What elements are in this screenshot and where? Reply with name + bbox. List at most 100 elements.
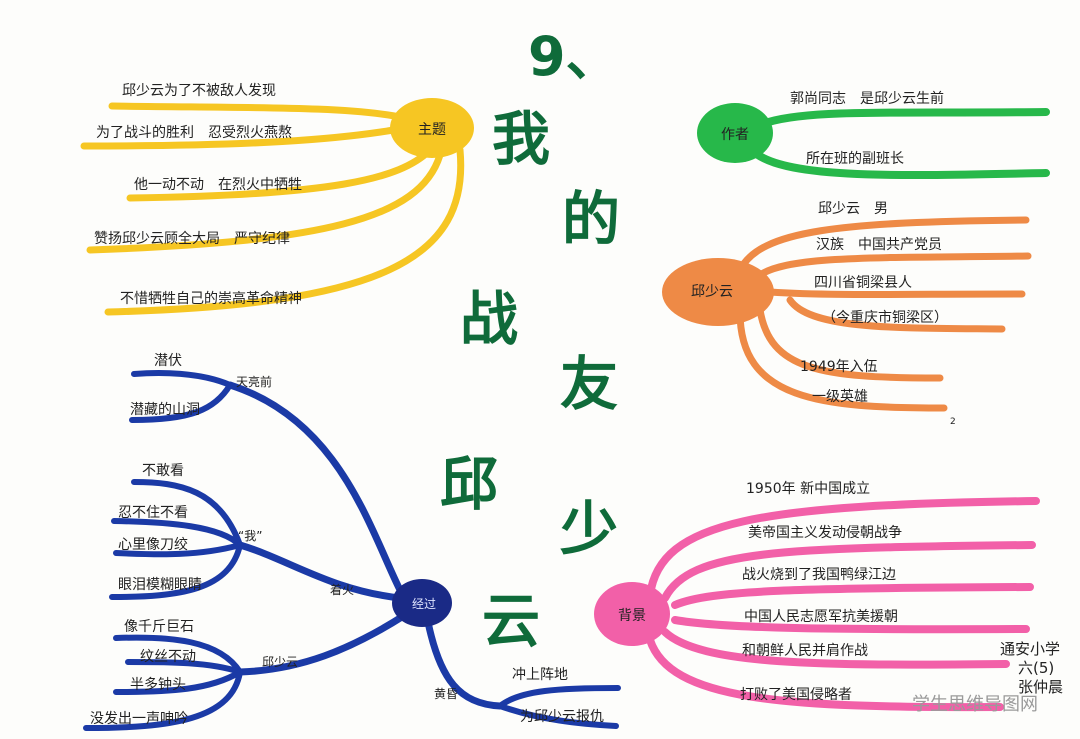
title-char-3: 战: [460, 285, 519, 353]
bg-item-2: 美帝国主义发动侵朝战争: [748, 525, 902, 541]
theme-line-1: [108, 102, 409, 122]
plot-line-before-2: [129, 382, 233, 423]
plot-hub: [392, 579, 452, 627]
qiu-item-2: 汉族 中国共产党员: [816, 237, 942, 253]
plot-line-dusk-2: [497, 703, 619, 729]
qiu-item-4: （今重庆市铜梁区）: [822, 310, 948, 326]
qiu-line-3: [766, 288, 1026, 298]
plot-me-item-3: 心里像刀绞: [118, 537, 188, 553]
plot-before-item-2: 潜藏的山洞: [130, 402, 200, 418]
signature-school: 通安小学: [1000, 640, 1061, 658]
plot-line-me-2: [111, 518, 243, 548]
bg-item-5: 和朝鲜人民并肩作战: [742, 643, 868, 659]
plot-line-qiu-3: [113, 669, 243, 695]
background-hub-label: 背景: [618, 608, 646, 624]
watermark: 学生思维导图网: [912, 694, 1038, 715]
plot-line-qiu-1: [113, 634, 243, 675]
plot-qiu-item-4: 没发出一声呻吟: [90, 711, 188, 727]
theme-hub-label: 主题: [418, 122, 446, 138]
plot-line-before-1: [131, 370, 233, 388]
theme-item-3: 他一动不动 在烈火中牺牲: [134, 177, 302, 193]
plot-line-me-3: [113, 542, 243, 558]
background-hub: [594, 582, 670, 646]
signature: 通安小学 六(5) 张仲晨: [1000, 640, 1063, 696]
signature-name: 张仲晨: [1018, 677, 1064, 696]
plot-me-item-2: 忍不住不看: [118, 505, 188, 521]
qiu-line-2: [756, 252, 1032, 279]
background-branch: [594, 497, 1040, 712]
plot-branch: [83, 370, 621, 731]
bg-item-6: 打败了美国侵略者: [740, 687, 852, 703]
qiu-item-6: 一级英雄: [812, 389, 868, 405]
qiu-line-4: [786, 296, 1006, 333]
bg-line-3: [671, 583, 1034, 609]
plot-me-label: “我”: [238, 529, 263, 543]
theme-branch: [80, 98, 474, 316]
title-number: 9、: [528, 25, 620, 88]
theme-line-4: [86, 151, 444, 254]
qiu-hub-label: 邱少云: [691, 284, 733, 300]
theme-item-1: 邱少云为了不被敌人发现: [122, 83, 276, 99]
plot-qiu-item-1: 像千斤巨石: [124, 619, 194, 635]
qiu-hub: [662, 258, 774, 326]
theme-hub: [390, 98, 474, 158]
bg-line-2: [661, 541, 1036, 602]
plot-before-item-1: 潜伏: [154, 353, 182, 369]
qiu-item-1: 邱少云 男: [818, 201, 888, 217]
plot-qiu-label: 邱少云: [262, 655, 299, 669]
theme-item-5: 不惜牺牲自己的崇高革命精神: [120, 291, 302, 307]
plot-dusk-item-1: 冲上阵地: [512, 667, 568, 683]
title-char-6: 少: [560, 495, 619, 563]
bg-line-5: [661, 628, 1010, 669]
title-char-2: 的: [562, 185, 621, 253]
theme-item-4: 赞扬邱少云顾全大局 严守纪律: [94, 231, 290, 247]
qiu-line-1: [736, 216, 1030, 274]
plot-me-item-4: 眼泪模糊眼睛: [118, 577, 202, 593]
title-char-5: 邱: [440, 450, 499, 518]
author-line-1: [756, 108, 1050, 129]
title-char-7: 云: [482, 587, 541, 655]
theme-line-3: [126, 146, 434, 202]
qiu-line-6: [736, 308, 948, 412]
author-branch: [697, 103, 1050, 180]
author-hub-label: 作者: [721, 127, 749, 143]
qiu-item-5: 1949年入伍: [800, 359, 878, 375]
plot-line-me-1: [131, 479, 243, 548]
plot-line-qiu: [236, 611, 409, 676]
plot-qiu-item-3: 半多钟头: [130, 677, 186, 693]
theme-line-5: [104, 146, 465, 316]
title-char-4: 友: [560, 350, 619, 418]
plot-line-fire: [236, 541, 404, 602]
theme-item-2: 为了战斗的胜利 忍受烈火燕熬: [96, 125, 292, 141]
title-char-1: 我: [492, 105, 551, 173]
bg-line-6: [646, 636, 1004, 712]
bg-line-4: [671, 616, 1030, 634]
qiu-line-5: [756, 306, 944, 382]
author-item-1: 郭尚同志 是邱少云生前: [790, 91, 944, 107]
plot-line-me-4: [109, 542, 243, 600]
plot-fire-label: 着火: [330, 583, 355, 597]
plot-me-item-1: 不敢看: [142, 463, 184, 479]
page-mark: 2: [950, 417, 956, 427]
qiu-branch: [662, 216, 1032, 412]
bg-item-1: 1950年 新中国成立: [746, 481, 871, 497]
author-item-2: 所在班的副班长: [806, 151, 904, 167]
plot-line-before: [226, 381, 404, 594]
qiu-item-3: 四川省铜梁县人: [814, 275, 912, 291]
author-hub: [697, 103, 773, 163]
plot-line-dusk-1: [497, 685, 621, 709]
bg-line-1: [646, 497, 1040, 599]
plot-before-label: 天亮前: [236, 375, 273, 389]
bg-item-4: 中国人民志愿军抗美援朝: [744, 609, 898, 625]
signature-class: 六(5): [1018, 658, 1055, 677]
bg-item-3: 战火烧到了我国鸭绿江边: [742, 567, 896, 583]
plot-hub-label: 经过: [411, 597, 437, 611]
plot-line-qiu-4: [83, 669, 243, 731]
plot-qiu-item-2: 纹丝不动: [140, 649, 196, 665]
author-line-2: [748, 146, 1050, 180]
plot-dusk-item-2: 为邱少云报仇: [520, 709, 604, 725]
plot-dusk-label: 黄昏: [434, 687, 459, 701]
theme-line-2: [80, 124, 409, 150]
plot-line-qiu-2: [125, 659, 243, 675]
